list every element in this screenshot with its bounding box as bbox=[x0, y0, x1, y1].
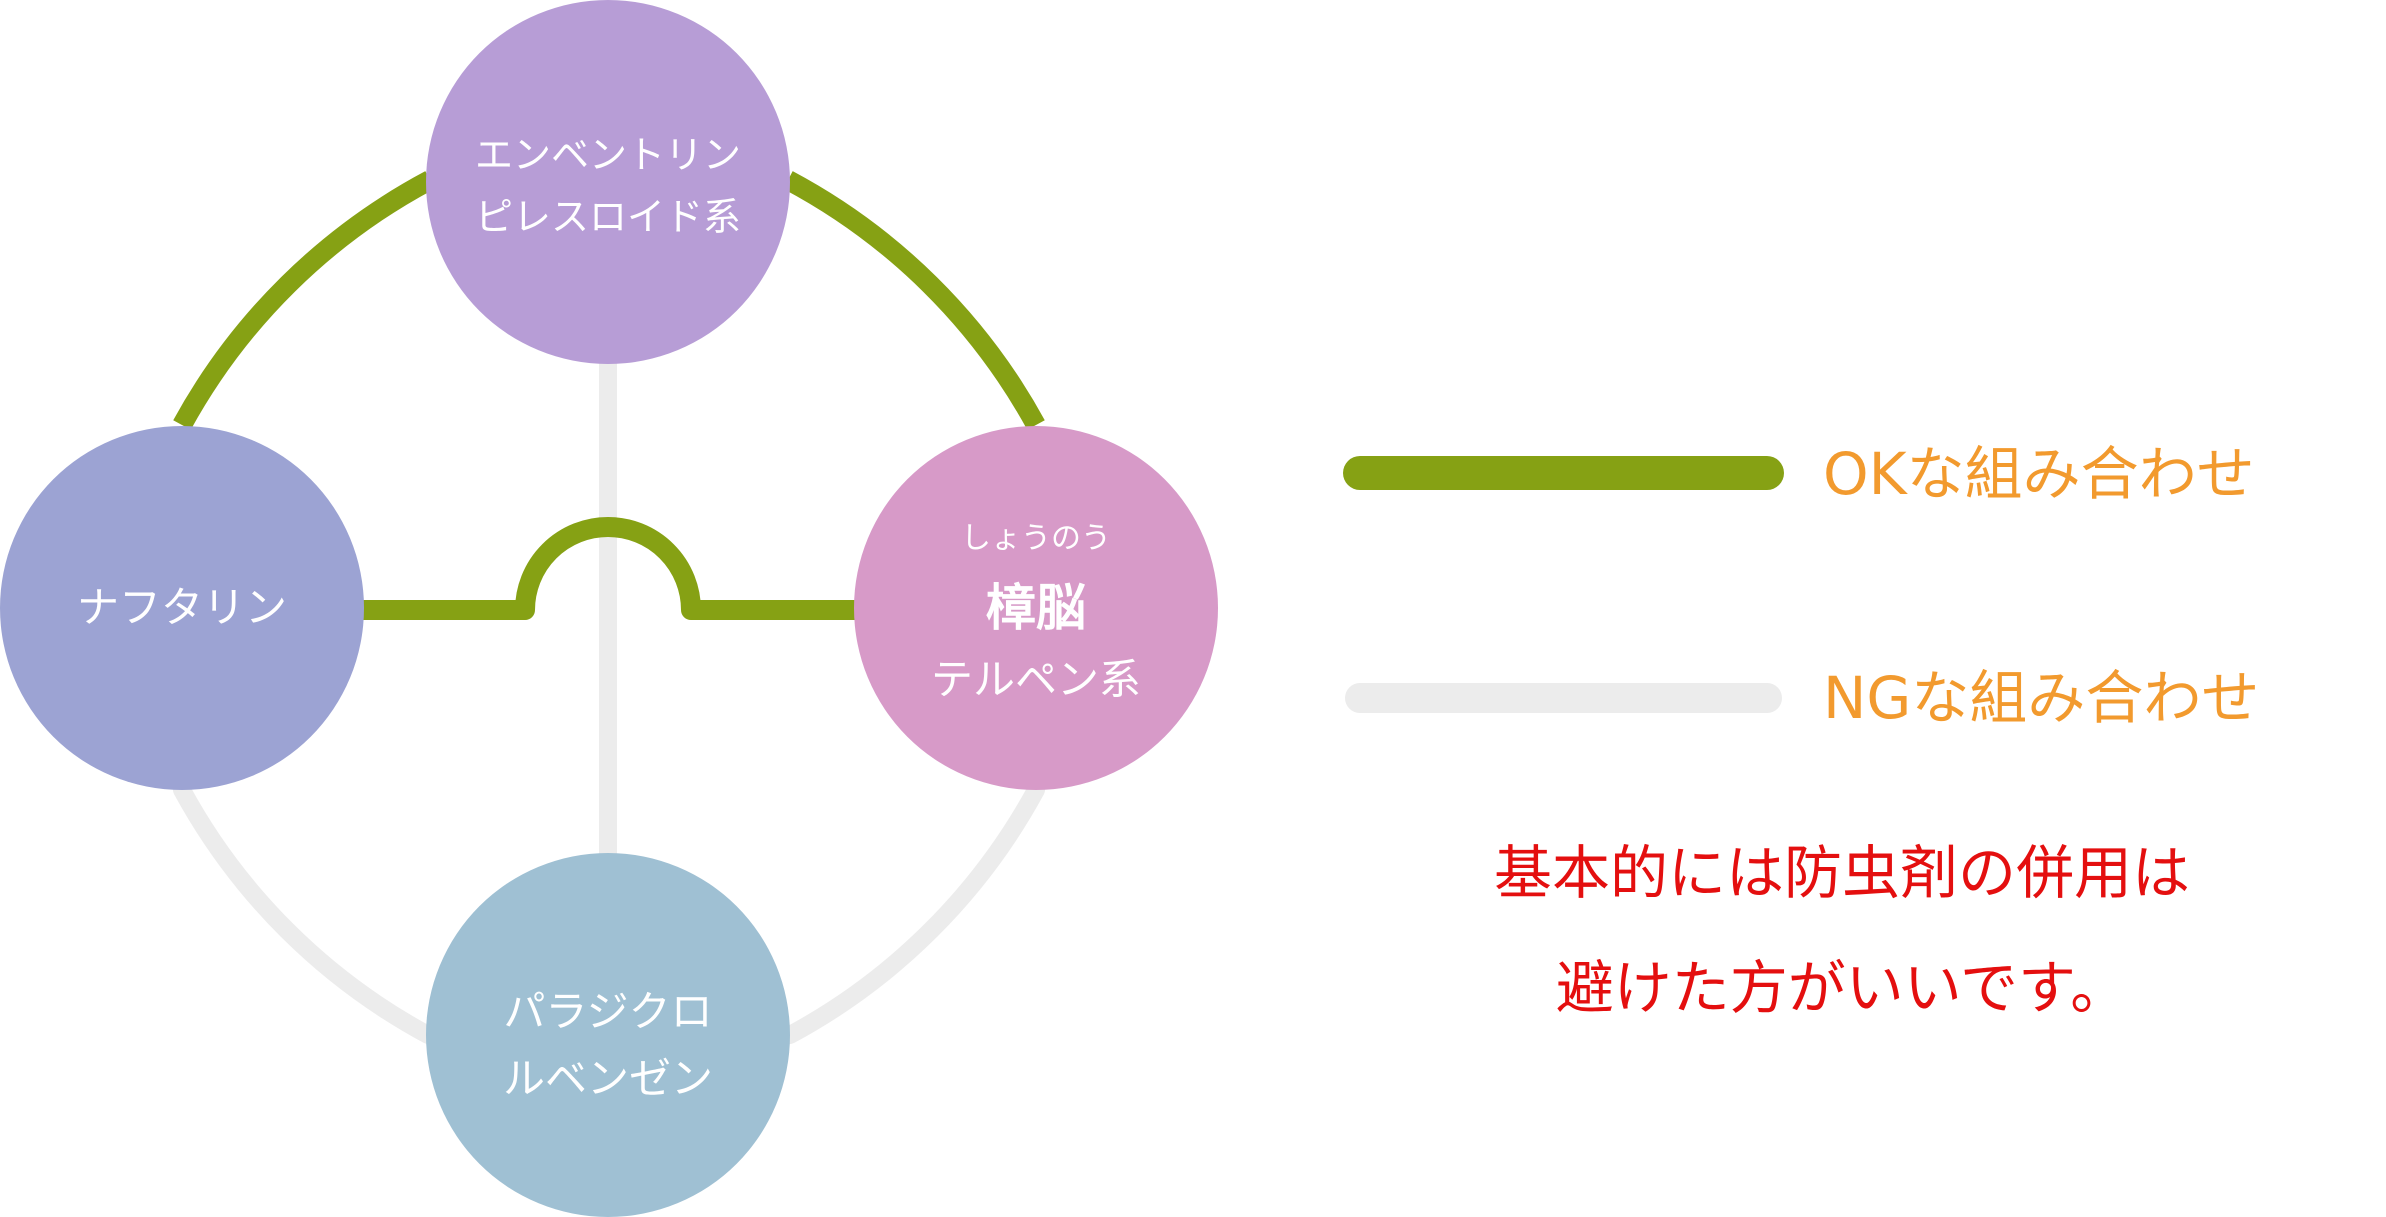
ng-arc-left-bottom bbox=[173, 781, 437, 1044]
node-right-main: 樟脳 bbox=[986, 578, 1086, 637]
node-bottom-label-line2: ルベンゼン bbox=[503, 1054, 713, 1103]
node-left-circle bbox=[0, 426, 364, 790]
ng-arc-right-bottom bbox=[781, 781, 1045, 1044]
legend-ok-label: OKな組み合わせ bbox=[1823, 440, 2255, 508]
note-line2: 避けた方がいいです。 bbox=[1556, 954, 2128, 1022]
legend: OKな組み合わせ NGな組み合わせ bbox=[1343, 440, 2259, 732]
node-left-label: ナフタリン bbox=[77, 583, 287, 632]
node-right-sub: テルペン系 bbox=[931, 655, 1141, 704]
note-line1: 基本的には防虫剤の併用は bbox=[1494, 839, 2190, 907]
ok-connections bbox=[173, 171, 1045, 620]
node-top: エンベントリン ピレスロイド系 bbox=[426, 0, 790, 364]
ok-arc-top-left bbox=[173, 171, 435, 430]
node-bottom-circle bbox=[426, 853, 790, 1217]
node-right-circle bbox=[854, 426, 1218, 790]
node-right-ruby: しょうのう bbox=[961, 521, 1111, 556]
node-top-circle bbox=[426, 0, 790, 364]
node-top-label-line2: ピレスロイド系 bbox=[475, 195, 741, 239]
note: 基本的には防虫剤の併用は 避けた方がいいです。 bbox=[1494, 839, 2190, 1022]
node-top-label-line1: エンベントリン bbox=[475, 133, 741, 177]
node-bottom: パラジクロ ルベンゼン bbox=[426, 853, 790, 1217]
node-bottom-label-line1: パラジクロ bbox=[503, 987, 712, 1036]
ok-line-left-right bbox=[355, 517, 855, 620]
node-left: ナフタリン bbox=[0, 426, 364, 790]
ng-connections bbox=[173, 351, 1045, 1044]
node-right: しょうのう 樟脳 テルペン系 bbox=[854, 426, 1218, 790]
ok-arc-top-right bbox=[783, 171, 1045, 430]
legend-ng-label: NGな組み合わせ bbox=[1823, 664, 2259, 732]
